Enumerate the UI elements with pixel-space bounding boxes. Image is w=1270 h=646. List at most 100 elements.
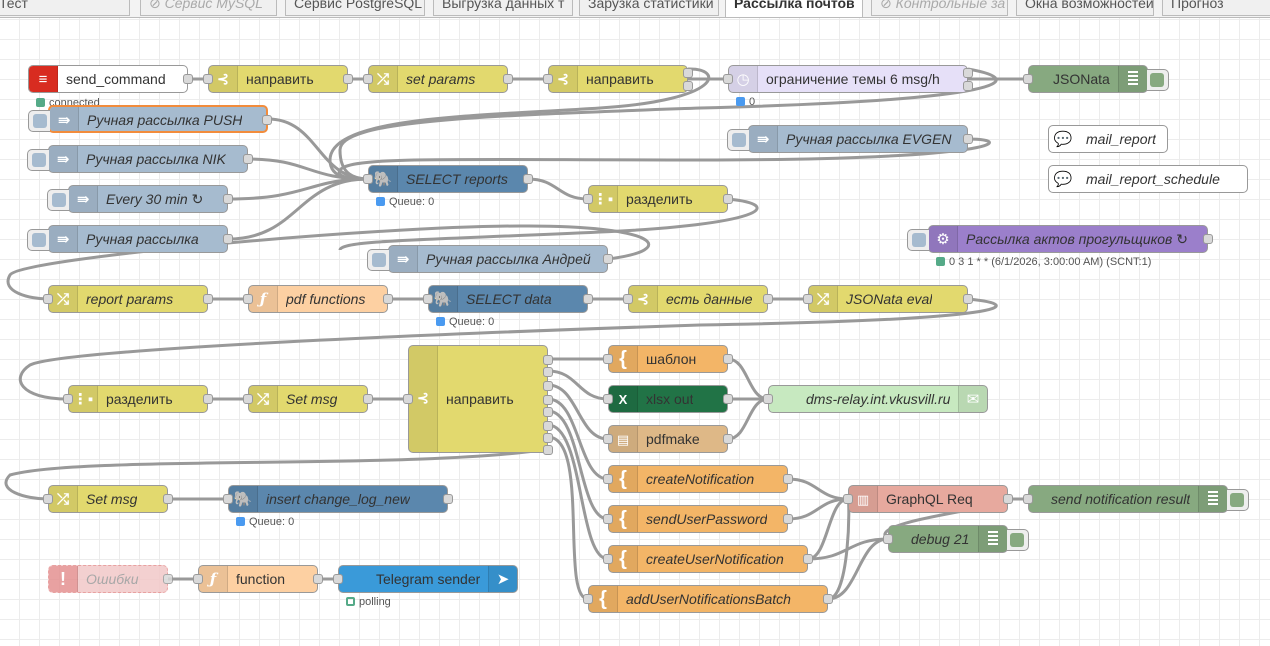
input-port[interactable] <box>623 294 633 304</box>
input-port[interactable] <box>223 494 233 504</box>
output-port[interactable] <box>543 445 553 455</box>
change-node-jsonata-eval[interactable]: ⤮ JSONata eval <box>803 285 973 313</box>
inject-node-manual[interactable]: ⇛ Ручная рассылка <box>27 225 233 253</box>
http-node-graphql-req[interactable]: ▥ GraphQL Req <box>843 485 1013 513</box>
output-port[interactable] <box>523 174 533 184</box>
input-port[interactable] <box>883 534 893 544</box>
tab-control[interactable]: ⊘ Контрольные за <box>871 0 1008 16</box>
input-port[interactable] <box>363 74 373 84</box>
input-port[interactable] <box>803 294 813 304</box>
delay-node[interactable]: ◷ ограничение темы 6 msg/h <box>723 65 973 93</box>
input-port[interactable] <box>603 554 613 564</box>
change-node-set-msg-1[interactable]: ⤮ Set msg <box>243 385 373 413</box>
output-port[interactable] <box>603 254 613 264</box>
catch-node-errors[interactable]: ! Ошибки <box>48 565 173 593</box>
template-node-create-notification[interactable]: { createNotification <box>603 465 793 493</box>
input-port[interactable] <box>603 354 613 364</box>
cron-trigger-button[interactable] <box>907 229 929 251</box>
input-port[interactable] <box>423 294 433 304</box>
output-port[interactable] <box>803 554 813 564</box>
output-port[interactable] <box>723 194 733 204</box>
comment-node-mail-report[interactable]: 💬 mail_report <box>1048 125 1168 153</box>
postgres-node-select-data[interactable]: 🐘 SELECT data <box>423 285 593 313</box>
output-port[interactable] <box>543 395 553 405</box>
output-port[interactable] <box>723 394 733 404</box>
inject-node-nik[interactable]: ⇛ Ручная рассылка NIK <box>27 145 253 173</box>
output-port[interactable] <box>163 494 173 504</box>
input-port[interactable] <box>243 294 253 304</box>
change-node-set-params[interactable]: ⤮ set params <box>363 65 513 93</box>
excel-node-xlsx-out[interactable]: X xlsx out <box>603 385 733 413</box>
tab-forecast[interactable]: Прогноз <box>1162 0 1270 16</box>
output-port[interactable] <box>783 474 793 484</box>
output-port[interactable] <box>543 381 553 391</box>
tab-mysql-service[interactable]: ⊘ Сервис MySQL <box>140 0 277 16</box>
input-port[interactable] <box>763 394 773 404</box>
inject-node-every-30-min[interactable]: ⇛ Every 30 min ↻ <box>47 185 233 213</box>
input-port[interactable] <box>63 394 73 404</box>
output-port[interactable] <box>963 81 973 91</box>
input-port[interactable] <box>583 194 593 204</box>
debug-toggle-button[interactable] <box>1227 489 1249 511</box>
split-node-2[interactable]: ⋮▪ разделить <box>63 385 213 413</box>
redis-in-node[interactable]: ≡ send_command <box>28 65 193 93</box>
input-port[interactable] <box>333 574 343 584</box>
postgres-node-insert-change-log[interactable]: 🐘 insert change_log_new <box>223 485 453 513</box>
telegram-node-sender[interactable]: Telegram sender ➤ <box>333 565 518 593</box>
inject-button[interactable] <box>28 110 50 132</box>
output-port[interactable] <box>683 81 693 91</box>
output-port[interactable] <box>683 68 693 78</box>
change-node-set-msg-2[interactable]: ⤮ Set msg <box>43 485 173 513</box>
output-port[interactable] <box>313 574 323 584</box>
output-port[interactable] <box>1203 234 1213 244</box>
output-port[interactable] <box>443 494 453 504</box>
input-port[interactable] <box>1023 74 1033 84</box>
output-port[interactable] <box>723 434 733 444</box>
output-port[interactable] <box>543 421 553 431</box>
output-port[interactable] <box>543 407 553 417</box>
inject-button[interactable] <box>47 189 69 211</box>
output-port[interactable] <box>363 394 373 404</box>
output-port[interactable] <box>783 514 793 524</box>
email-node-dms-relay[interactable]: dms-relay.int.vkusvill.ru ✉ <box>763 385 988 413</box>
inject-button[interactable] <box>367 249 389 271</box>
function-node-pdf-functions[interactable]: ƒ pdf functions <box>243 285 393 313</box>
output-port[interactable] <box>543 433 553 443</box>
output-port[interactable] <box>823 594 833 604</box>
switch-node-route2[interactable]: ⊰ направить <box>543 65 693 93</box>
tab-mail-sending[interactable]: Рассылка почтов <box>725 0 863 17</box>
tab-postgresql-service[interactable]: Сервис PostgreSQL <box>285 0 425 16</box>
input-port[interactable] <box>603 474 613 484</box>
change-node-report-params[interactable]: ⤮ report params <box>43 285 213 313</box>
tab-opportunity-windows[interactable]: Окна возможностей <box>1016 0 1154 16</box>
output-port[interactable] <box>243 154 253 164</box>
inject-button[interactable] <box>27 149 49 171</box>
input-port[interactable] <box>243 394 253 404</box>
template-node-shablon[interactable]: { шаблон <box>603 345 733 373</box>
output-port[interactable] <box>583 294 593 304</box>
switch-node-route1[interactable]: ⊰ направить <box>203 65 353 93</box>
postgres-node-select-reports[interactable]: 🐘 SELECT reports <box>363 165 533 193</box>
input-port[interactable] <box>843 494 853 504</box>
cron-node-truant-acts[interactable]: ⚙ Рассылка актов прогульщиков ↻ <box>907 225 1213 253</box>
debug-node-send-notification-result[interactable]: send notification result <box>1023 485 1249 513</box>
tab-data-export[interactable]: Выгрузка данных т <box>433 0 573 16</box>
input-port[interactable] <box>193 574 203 584</box>
output-port[interactable] <box>543 355 553 365</box>
input-port[interactable] <box>583 594 593 604</box>
input-port[interactable] <box>203 74 213 84</box>
input-port[interactable] <box>543 74 553 84</box>
split-node-1[interactable]: ⋮▪ разделить <box>583 185 733 213</box>
template-node-add-user-notifications-batch[interactable]: { addUserNotificationsBatch <box>583 585 833 613</box>
input-port[interactable] <box>363 174 373 184</box>
input-port[interactable] <box>603 434 613 444</box>
output-port[interactable] <box>223 194 233 204</box>
output-port[interactable] <box>543 367 553 377</box>
output-port[interactable] <box>223 234 233 244</box>
comment-node-mail-report-schedule[interactable]: 💬 mail_report_schedule <box>1048 165 1248 193</box>
switch-node-has-data[interactable]: ⊰ есть данные <box>623 285 773 313</box>
pdf-node-pdfmake[interactable]: ▤ pdfmake <box>603 425 733 453</box>
output-port[interactable] <box>203 394 213 404</box>
output-port[interactable] <box>963 294 973 304</box>
json-node-jsonata[interactable]: JSONata <box>1023 65 1169 93</box>
